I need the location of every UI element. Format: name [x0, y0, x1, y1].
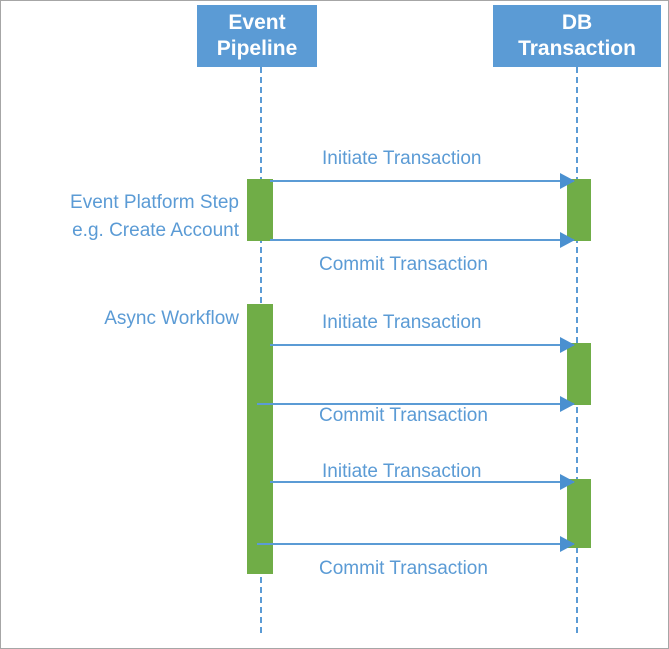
- arrowhead-right-icon: [560, 396, 575, 412]
- participant-label-line2: Pipeline: [216, 37, 298, 60]
- message-line: [257, 543, 574, 545]
- activation-bar-db-transaction-2: [567, 343, 591, 405]
- message-line: [270, 239, 574, 241]
- message-label-initiate-transaction-3: Initiate Transaction: [322, 461, 482, 482]
- activation-bar-db-transaction-1: [567, 179, 591, 241]
- participant-label-line1: Event: [228, 11, 286, 34]
- message-label-initiate-transaction-1: Initiate Transaction: [322, 148, 482, 169]
- arrowhead-right-icon: [560, 337, 575, 353]
- participant-label-db-transaction: DB Transaction: [497, 10, 657, 62]
- message-label-commit-transaction-3: Commit Transaction: [319, 558, 488, 579]
- message-line: [270, 481, 574, 483]
- message-line: [270, 180, 574, 182]
- activation-bar-event-platform-step: [247, 179, 273, 241]
- annotation-event-platform-step: Event Platform Step e.g. Create Account: [70, 192, 239, 241]
- arrowhead-right-icon: [560, 173, 575, 189]
- message-label-commit-transaction-1: Commit Transaction: [319, 254, 488, 275]
- participant-label-line2: Transaction: [518, 37, 636, 60]
- arrowhead-right-icon: [560, 536, 575, 552]
- participant-label-event-pipeline: Event Pipeline: [201, 10, 313, 62]
- participant-box-event-pipeline[interactable]: Event Pipeline: [197, 5, 317, 67]
- participant-box-db-transaction[interactable]: DB Transaction: [493, 5, 661, 67]
- message-label-commit-transaction-2: Commit Transaction: [319, 405, 488, 426]
- participant-label-line1: DB: [561, 11, 593, 34]
- message-label-initiate-transaction-2: Initiate Transaction: [322, 312, 482, 333]
- annotation-async-workflow: Async Workflow: [104, 308, 239, 329]
- message-line: [257, 403, 574, 405]
- message-line: [270, 344, 574, 346]
- activation-bar-async-workflow: [247, 304, 273, 574]
- arrowhead-right-icon: [560, 232, 575, 248]
- arrowhead-right-icon: [560, 474, 575, 490]
